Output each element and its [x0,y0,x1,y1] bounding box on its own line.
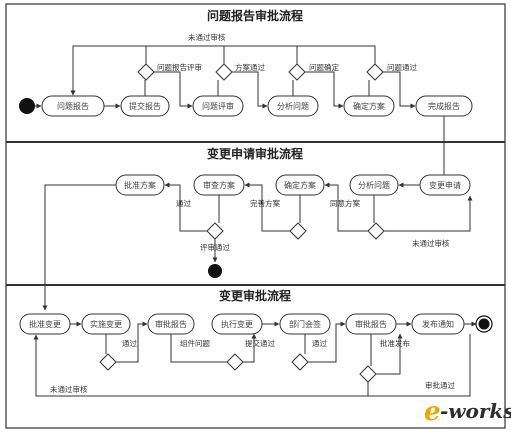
lane2-activity-1-label: 变更申请 [429,180,461,190]
lane2-activity-4: 审查方案 [193,174,245,196]
lane3-label-approve-release: 批准发布 [380,338,410,348]
lane1-activity-1-label: 问题报告 [57,101,89,111]
lane1-activity-4-label: 分析问题 [277,101,309,111]
lane2-activity-2-label: 分析问题 [358,180,390,190]
lane-title-change-approval: 变更审批流程 [219,288,291,303]
lane2-activity-3-label: 确定方案 [284,180,316,190]
svg-text:e: e [424,397,441,427]
lane3-activity-3: 审批报告 [147,313,195,335]
lane3-activity-2-label: 实施变更 [90,319,122,329]
lane3-activity-6-label: 审批报告 [355,319,387,329]
lane2-decision-2 [289,222,307,240]
lane1-activity-5-label: 确定方案 [353,101,385,111]
lane2-decision-3 [206,222,224,240]
lane1-activity-3-label: 问题评审 [202,101,234,111]
lane1-activity-2-label: 提交报告 [129,101,161,111]
lane1-decision-2 [215,63,233,81]
lane2-decision-1 [367,222,385,240]
lane1-decision-1 [137,63,155,81]
lane3-activity-7: 发布通知 [411,313,465,335]
lane3-end-node [478,318,490,330]
lane1-activity-6: 完成报告 [415,95,473,117]
lane1-activity-6-label: 完成报告 [428,101,460,111]
diagram-frame [5,3,506,429]
lane3-activity-3-label: 审批报告 [155,319,187,329]
lane2-activity-3: 确定方案 [275,174,325,196]
lane2-label-agree: 同意方案 [330,198,360,208]
lane1-label-not-approved: 未通过审核 [188,32,226,42]
lane3-decision-3 [291,353,309,371]
lane3-activity-2: 实施变更 [81,313,131,335]
lane1-label-confirm: 问题确定 [309,62,339,72]
lane3-label-pass: 通过 [122,338,137,348]
lane2-activity-5: 批准方案 [115,174,165,196]
lane3-activity-5-label: 部门会签 [289,319,321,329]
lane2-label-improve: 完善方案 [250,198,280,208]
lane2-label-pass: 通过 [176,198,191,208]
lane1-label-scheme-pass: 方案通过 [235,62,265,72]
lane3-label-component: 组件问题 [180,338,210,348]
lane1-decision-3 [288,63,306,81]
lane2-end-node [208,264,222,278]
lane2-label-not-approved: 未通过审核 [412,238,450,248]
lane1-label-review: 问题报告评审 [157,62,202,72]
lane-title-problem-report: 问题报告审批流程 [207,8,303,23]
lane3-activity-4: 执行变更 [211,313,263,335]
eworks-watermark-logo: e -works [424,397,511,427]
lane3-activity-1: 批准变更 [19,313,71,335]
lane2-activity-2: 分析问题 [349,174,399,196]
lane3-activity-7-label: 发布通知 [422,319,454,329]
lane3-activity-5: 部门会签 [279,313,331,335]
lane2-activity-5-label: 批准方案 [124,180,156,190]
lane3-decision-2 [226,353,244,371]
lane3-label-pass-2: 通过 [312,338,327,348]
lane1-activity-3: 问题评审 [192,95,244,117]
lane1-activity-5: 确定方案 [343,95,395,117]
lane-title-change-request: 变更申请审批流程 [207,146,303,161]
lane3-activity-4-label: 执行变更 [221,319,253,329]
lane2-activity-4-label: 审查方案 [203,180,235,190]
lane3-decision-4 [359,365,377,383]
lane3-label-approved: 审批通过 [425,380,455,390]
lane1-activity-2: 提交报告 [120,95,170,117]
start-node [19,98,35,114]
lane1-decision-4 [366,63,384,81]
lane3-activity-1-label: 批准变更 [29,319,61,329]
lane1-activity-4: 分析问题 [267,95,319,117]
lane1-label-problem-pass: 问题通过 [387,62,417,72]
lane3-decision-1 [99,353,117,371]
svg-text:-works: -works [440,399,511,423]
lane2-label-review-pass: 评审通过 [200,242,230,252]
lane2-activity-1: 变更申请 [419,174,471,196]
lane3-label-not-approved: 未通过审核 [50,384,88,394]
lane1-activity-1: 问题报告 [41,95,105,117]
lane3-label-submit-pass: 提交通过 [245,338,275,348]
lane3-activity-6: 审批报告 [345,313,397,335]
